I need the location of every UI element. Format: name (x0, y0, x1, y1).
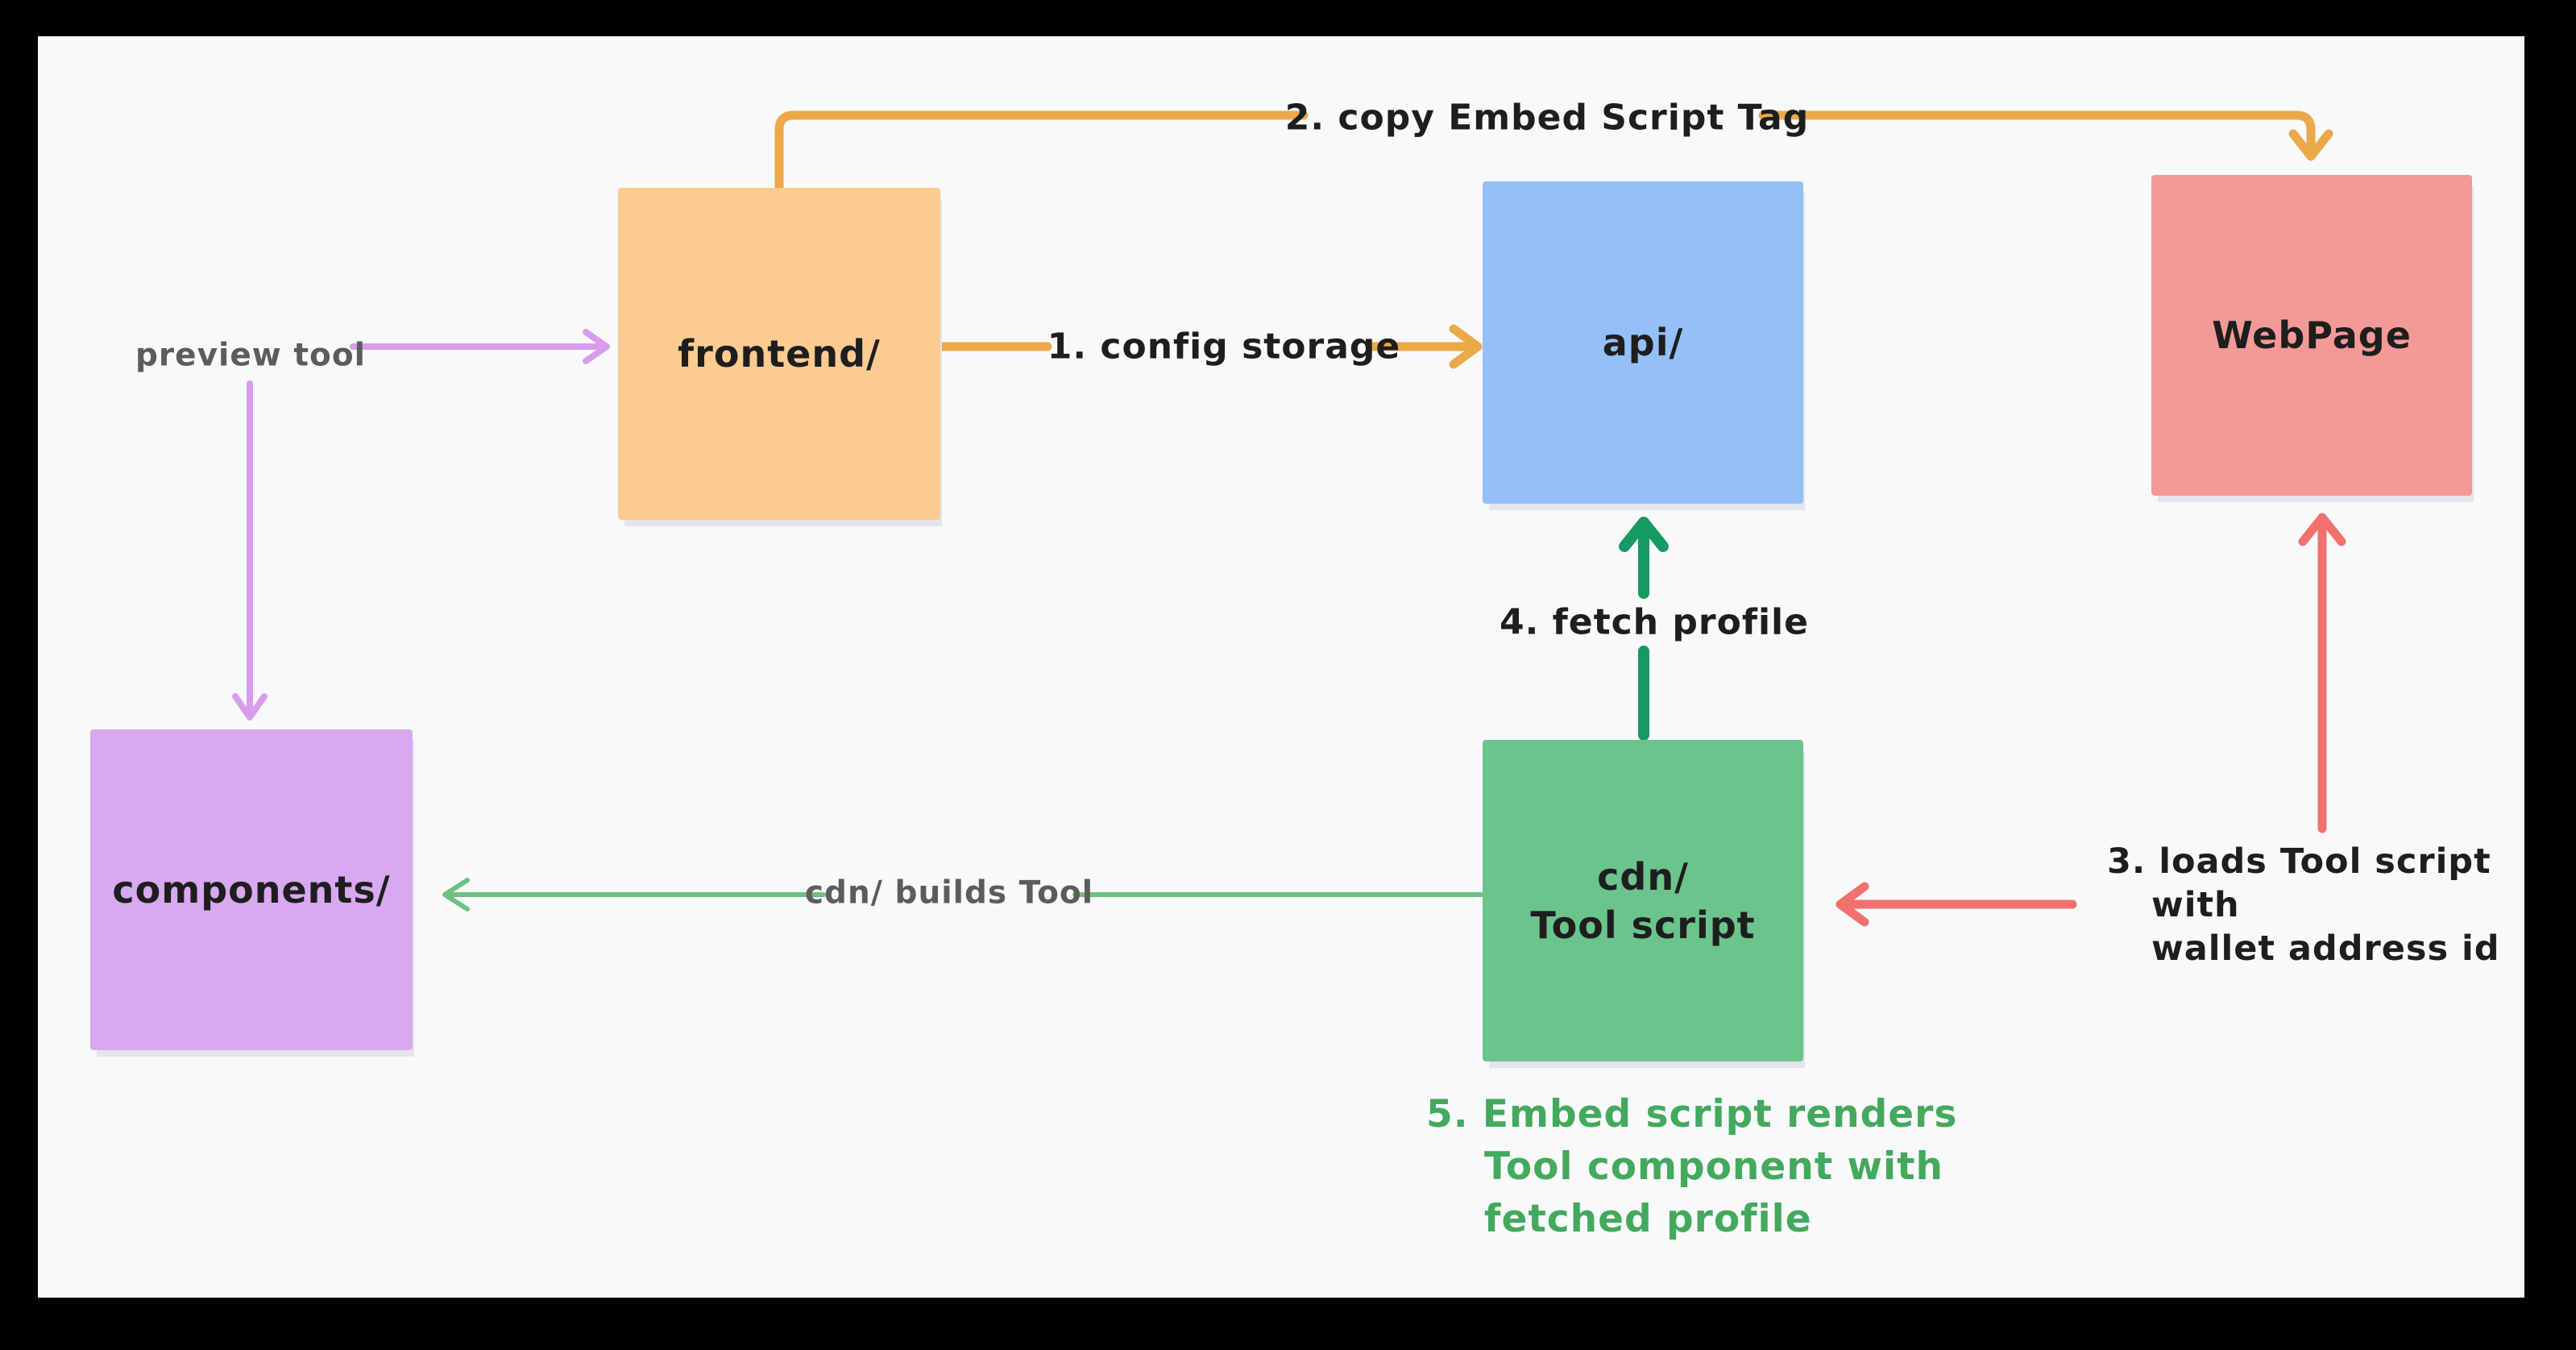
note-loads-line2: with (2151, 885, 2240, 925)
node-webpage-label: WebPage (2212, 314, 2412, 357)
node-components-label: components/ (112, 868, 391, 912)
note-loads-line1: 3. loads Tool script (2107, 841, 2491, 882)
node-api: api/ (1483, 181, 1803, 504)
note-embed-line2: Tool component with (1484, 1144, 1944, 1189)
label-preview-tool: preview tool (135, 337, 367, 374)
node-webpage: WebPage (2151, 175, 2472, 496)
label-config-storage: 1. config storage (1047, 326, 1401, 368)
node-cdn-label-line2: Tool script (1530, 903, 1756, 947)
diagram-canvas (38, 36, 2524, 1298)
note-embed-line3: fetched profile (1484, 1197, 1812, 1241)
node-components: components/ (90, 729, 413, 1050)
node-api-label: api/ (1602, 321, 1684, 364)
node-cdn-label-line1: cdn/ (1597, 854, 1689, 899)
node-frontend-label: frontend/ (678, 332, 881, 376)
node-cdn-label: cdn/ Tool script (1530, 853, 1755, 949)
note-loads-line3: wallet address id (2151, 928, 2500, 969)
note-embed-script-renders: 5. Embed script renders Tool component w… (1426, 1088, 1957, 1245)
label-copy-embed-script-tag: 2. copy Embed Script Tag (1284, 97, 1810, 139)
note-loads-tool-script: 3. loads Tool script with wallet address… (2107, 840, 2500, 970)
note-embed-line1: 5. Embed script renders (1426, 1092, 1958, 1136)
node-frontend: frontend/ (618, 188, 940, 520)
label-fetch-profile: 4. fetch profile (1500, 601, 1809, 643)
label-cdn-builds-tool: cdn/ builds Tool (804, 874, 1094, 912)
node-cdn: cdn/ Tool script (1483, 740, 1803, 1061)
